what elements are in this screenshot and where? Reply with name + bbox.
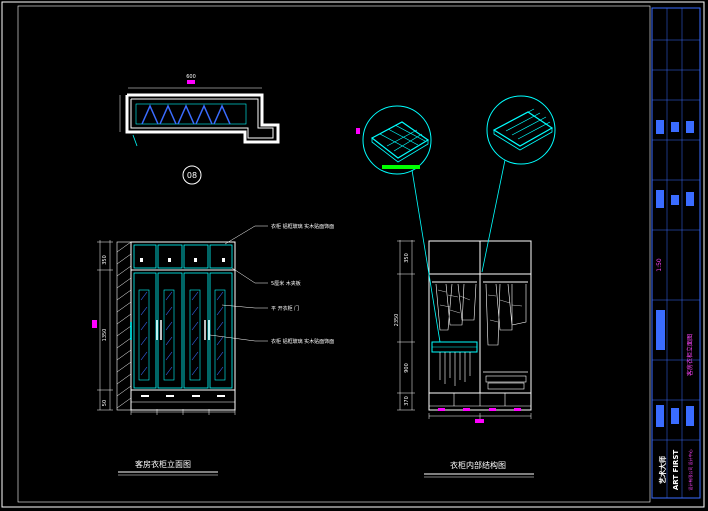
note-4: 衣柜 铝框玻璃 实木贴面饰面 bbox=[271, 338, 334, 345]
elev-dim-base: 50 bbox=[102, 400, 108, 406]
plan-view: 600 08 bbox=[119, 74, 280, 185]
left-caption: 客房衣柜立面图 bbox=[135, 459, 191, 469]
elev-dim-top: 350 bbox=[102, 255, 108, 265]
int-dim-main: 2350 bbox=[394, 314, 400, 327]
note-1: 衣柜 铝框玻璃 实木贴面饰面 bbox=[271, 223, 334, 230]
wardrobe-interior: 350 2350 900 370 衣柜内部结构图 bbox=[356, 95, 556, 478]
company-sub: 设计有限公司 设计中心 bbox=[687, 449, 693, 490]
int-dim-low: 370 bbox=[404, 396, 410, 406]
section-marker-circle bbox=[182, 165, 202, 185]
company-cn: 艺术大师 bbox=[658, 456, 667, 484]
scale-label: 1:50 bbox=[656, 258, 663, 272]
note-3: 平 开衣柜 门 bbox=[271, 305, 299, 312]
int-dim-mid: 900 bbox=[404, 363, 410, 373]
note-2: 5厘米 木夹板 bbox=[271, 280, 301, 287]
wardrobe-elevation: 350 1350 50 衣柜 铝框玻璃 实木贴面饰面 5厘米 木夹板 平 开衣柜… bbox=[92, 223, 334, 476]
detail-bubble-left bbox=[362, 105, 432, 175]
elev-dim-main: 1350 bbox=[102, 329, 108, 342]
right-caption: 衣柜内部结构图 bbox=[450, 460, 506, 470]
plan-dim-top: 600 bbox=[186, 74, 196, 80]
title-block: 1:50 客房衣柜立面图 艺术大师 ART FIRST 设计有限公司 设计中心 bbox=[651, 7, 701, 499]
drawing-name-label: 客房衣柜立面图 bbox=[686, 334, 694, 376]
int-dim-top: 350 bbox=[404, 253, 410, 263]
inner-border bbox=[17, 5, 651, 503]
company-en: ART FIRST bbox=[672, 450, 680, 491]
detail-bubble-right bbox=[486, 95, 556, 165]
section-marker-label: 08 bbox=[187, 171, 197, 180]
